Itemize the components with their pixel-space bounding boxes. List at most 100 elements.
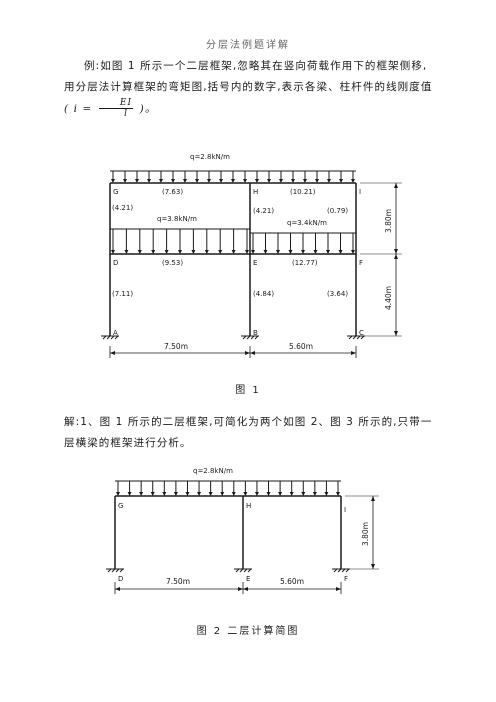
load-arrow-head: [220, 492, 225, 496]
load-arrow-head: [173, 492, 178, 496]
load-arrow-head: [195, 179, 199, 183]
fig2-height: 3.80m: [361, 522, 370, 546]
fig1-stiffness-IF: (0.79): [327, 207, 348, 215]
load-arrow-head: [279, 179, 283, 183]
fig1-support-A: [101, 335, 119, 340]
load-arrow-head: [185, 492, 190, 496]
load-arrow-head: [151, 250, 156, 254]
load-arrow-head: [197, 492, 202, 496]
fig1-mid-load-right-label: q=3.4kN/m: [287, 219, 327, 227]
load-arrow-head: [351, 250, 355, 254]
load-arrow-head: [338, 250, 343, 254]
fig2-support-E: [234, 568, 252, 573]
fig2-support-F: [332, 568, 350, 573]
fig1-span-right: 5.60m: [289, 342, 313, 351]
fig2-node-I: I: [344, 506, 346, 514]
load-arrow-head: [150, 492, 155, 496]
load-arrow-head: [127, 492, 132, 496]
load-arrow-head: [243, 492, 248, 496]
load-arrow-head: [231, 492, 236, 496]
fig2-span-left: 7.50m: [166, 577, 190, 586]
load-arrow-head: [303, 179, 307, 183]
fig1-height-bottom: 4.40m: [384, 286, 393, 310]
fig2-node-D: D: [118, 575, 123, 583]
load-arrow-head: [219, 179, 223, 183]
load-arrow-head: [124, 250, 129, 254]
fig1-top-load-label: q=2.8kN/m: [190, 153, 230, 161]
figure2-caption: 图 2 二层计算简图: [196, 626, 300, 637]
load-arrow-head: [267, 179, 271, 183]
fig1-stiffness-GD: (4.21): [112, 204, 133, 212]
load-arrow-head: [159, 179, 163, 183]
formula-i: i: [73, 102, 79, 115]
load-arrow-head: [111, 179, 115, 183]
fig2-support-D: [106, 568, 124, 573]
load-arrow-head: [251, 250, 255, 254]
fig2-node-E: E: [246, 575, 250, 583]
load-arrow-head: [327, 179, 331, 183]
load-arrow-head: [135, 179, 139, 183]
fig1-node-H: H: [253, 188, 258, 196]
load-arrow-head: [147, 179, 151, 183]
fig1-stiffness-HI: (10.21): [290, 188, 316, 196]
fig1-stiffness-EB: (4.84): [253, 290, 274, 298]
load-arrow-head: [312, 492, 317, 496]
load-arrow-head: [336, 492, 340, 496]
load-arrow-head: [266, 492, 271, 496]
load-arrow-head: [231, 179, 235, 183]
load-arrow-head: [339, 179, 343, 183]
fig1-node-E: E: [253, 259, 257, 267]
load-arrow-head: [123, 179, 127, 183]
fig1-node-A: A: [113, 329, 118, 337]
load-arrow-head: [191, 250, 196, 254]
fig2-span-right: 5.60m: [280, 577, 304, 586]
fig1-mid-load-arrows: [111, 229, 355, 254]
fig1-mid-load-left-label: q=3.8kN/m: [157, 215, 197, 223]
intro-text: 例:如图 1 所示一个二层框架,忽略其在竖向荷载作用下的框架侧移,用分层法计算框…: [64, 60, 433, 93]
fig2-node-H: H: [246, 502, 251, 510]
load-arrow-head: [324, 492, 329, 496]
formula-equals: =: [78, 102, 97, 115]
fig2-node-F: F: [344, 575, 348, 583]
formula-close: )。: [135, 102, 157, 115]
load-arrow-head: [278, 492, 283, 496]
load-arrow-head: [276, 250, 280, 254]
fig1-height-top: 3.80m: [384, 209, 393, 233]
fig1-node-I: I: [359, 188, 361, 196]
load-arrow-head: [289, 492, 294, 496]
fig2-load-label: q=2.8kN/m: [193, 467, 233, 475]
load-arrow-head: [207, 179, 211, 183]
fig1-stiffness-DE: (9.53): [162, 259, 183, 267]
fig1-stiffness-HE: (4.21): [253, 207, 274, 215]
load-arrow-head: [208, 492, 213, 496]
formula-denominator: l: [124, 109, 129, 119]
fig1-stiffness-EF: (12.77): [292, 259, 318, 267]
load-arrow-head: [231, 250, 236, 254]
load-arrow-head: [218, 250, 223, 254]
fig1-node-G: G: [113, 188, 118, 196]
fig1-stiffness-GH: (7.63): [162, 188, 183, 196]
load-arrow-head: [263, 250, 268, 254]
load-arrow-head: [111, 250, 115, 254]
fig1-node-C: C: [359, 329, 364, 337]
fig1-support-C: [347, 335, 365, 340]
load-arrow-head: [164, 250, 169, 254]
load-arrow-head: [243, 179, 247, 183]
load-arrow-head: [288, 250, 293, 254]
fig1-support-B: [241, 335, 259, 340]
load-arrow-head: [326, 250, 330, 254]
load-arrow-head: [301, 492, 306, 496]
load-arrow-head: [116, 492, 120, 496]
load-arrow-head: [291, 179, 295, 183]
page-header: 分层法例题详解: [206, 40, 290, 51]
solution-paragraph: 解:1、图 1 所示的二层框架,可简化为两个如图 2、图 3 所示的,只带一层横…: [64, 416, 433, 449]
load-arrow-head: [137, 250, 142, 254]
fig1-stiffness-DA: (7.11): [112, 290, 133, 298]
load-arrow-head: [301, 250, 305, 254]
load-arrow-head: [254, 492, 259, 496]
load-arrow-head: [171, 179, 175, 183]
formula-open: (: [64, 102, 74, 115]
